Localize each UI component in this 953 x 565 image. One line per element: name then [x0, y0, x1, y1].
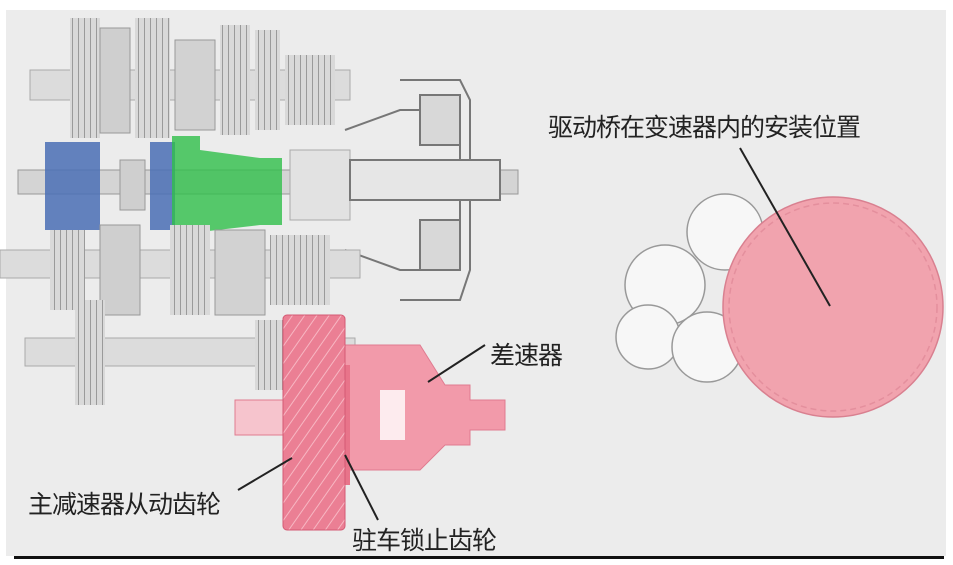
upper-gear-stack [29, 18, 351, 138]
label-final-drive-gear: 主减速器从动齿轮 [28, 490, 221, 519]
label-differential: 差速器 [490, 341, 563, 370]
leader-lines [237, 147, 831, 521]
label-parking-lock-gear: 驻车锁止齿轮 [352, 526, 497, 555]
label-install-position: 驱动桥在变速器内的安装位置 [548, 113, 861, 142]
final-drive-gear [282, 314, 346, 531]
gear-position-schematic [615, 193, 944, 418]
lower-gear-stack [0, 224, 361, 405]
clutch-pack [344, 79, 501, 301]
bottom-rule [14, 556, 944, 559]
